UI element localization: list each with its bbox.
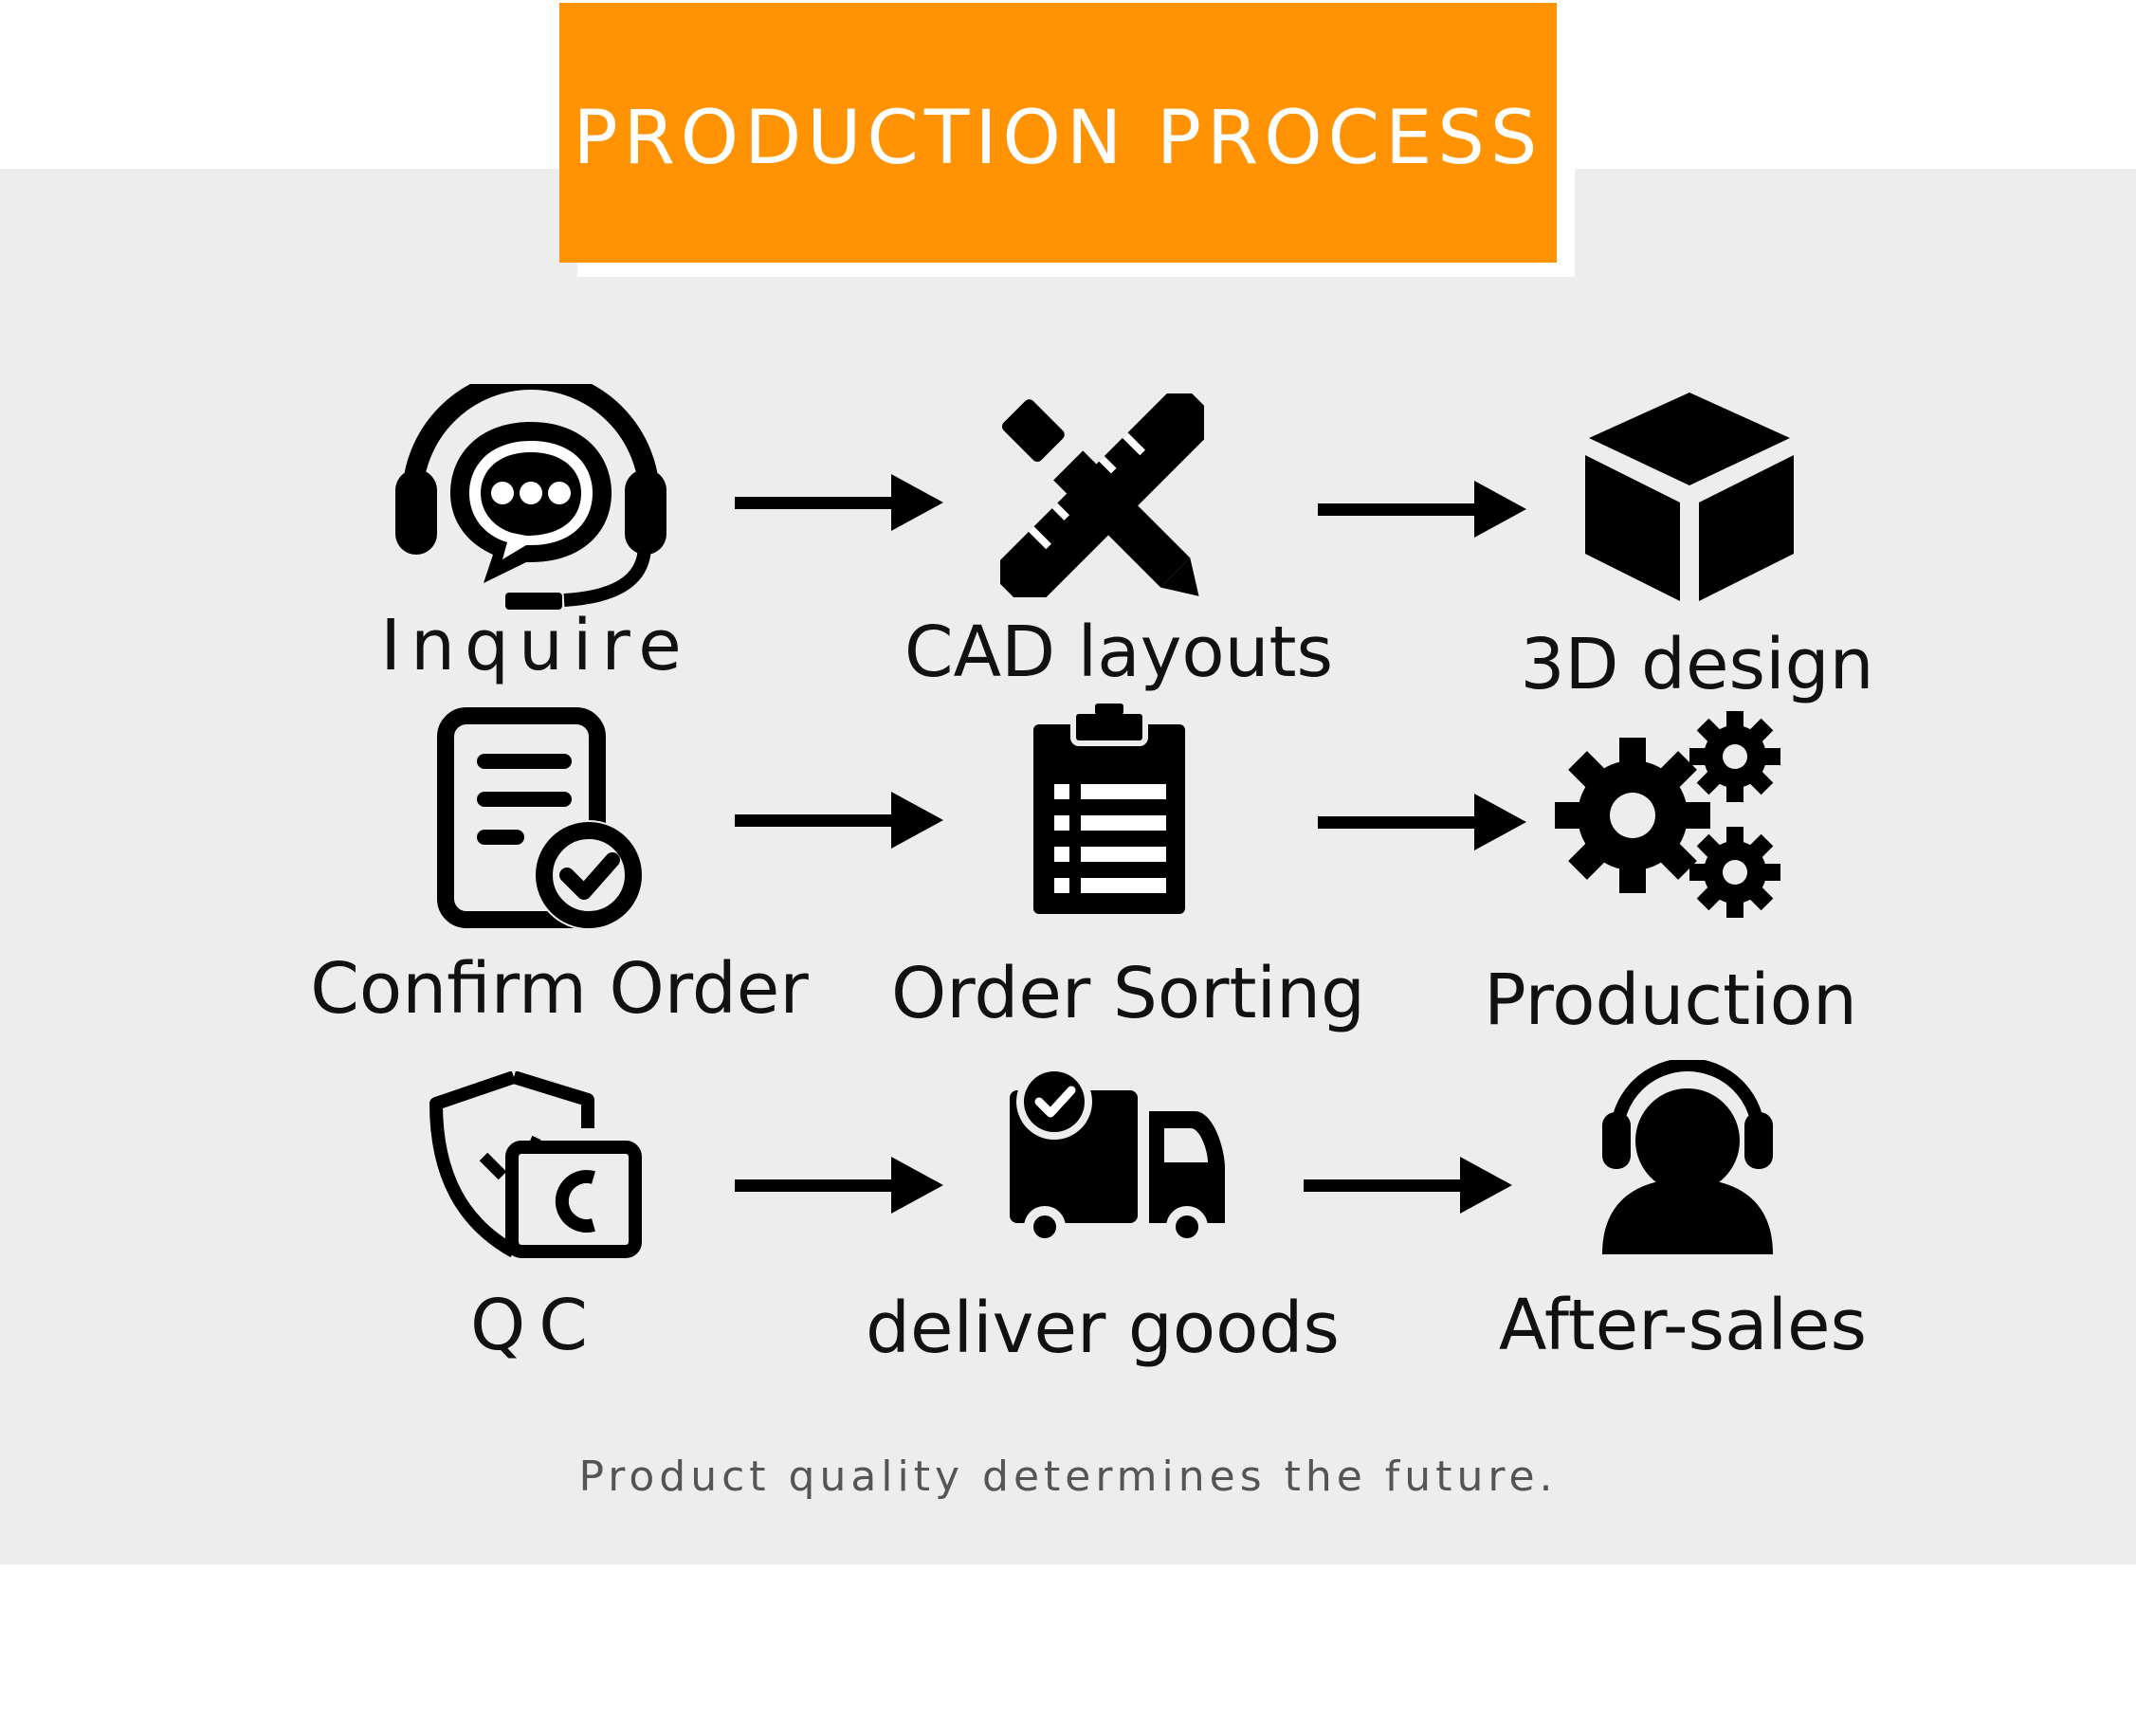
step-label-3d-design: 3D design — [1520, 624, 1874, 705]
ruler-pencil-icon — [1000, 393, 1204, 597]
document-check-icon — [437, 707, 644, 930]
step-label-inquire: Inquire — [380, 605, 691, 686]
step-label-order-sorting: Order Sorting — [891, 953, 1365, 1034]
arrow-right-icon — [1318, 794, 1526, 850]
step-label-after-sales: After-sales — [1498, 1285, 1868, 1366]
banner-title: PRODUCTION PROCESS — [573, 96, 1543, 181]
step-label-production: Production — [1484, 959, 1857, 1041]
arrow-right-icon — [735, 792, 943, 849]
delivery-truck-icon — [1010, 1064, 1225, 1248]
step-label-cad-layouts: CAD layouts — [904, 612, 1334, 693]
arrow-right-icon — [1304, 1157, 1512, 1214]
arrow-right-icon — [1318, 481, 1526, 538]
step-label-qc: QC — [470, 1285, 601, 1366]
step-label-deliver-goods: deliver goods — [866, 1288, 1340, 1369]
clipboard-list-icon — [1033, 704, 1185, 914]
cube-icon — [1585, 393, 1794, 601]
arrow-right-icon — [735, 474, 943, 531]
arrow-right-icon — [735, 1157, 943, 1214]
title-banner: PRODUCTION PROCESS — [559, 3, 1557, 263]
shield-certificate-icon — [429, 1071, 642, 1258]
gears-icon — [1555, 711, 1780, 918]
customer-service-icon — [1602, 1060, 1773, 1254]
tagline: Product quality determines the future. — [578, 1453, 1558, 1501]
headset-chat-icon — [395, 384, 666, 610]
step-label-confirm-order: Confirm Order — [310, 948, 809, 1030]
